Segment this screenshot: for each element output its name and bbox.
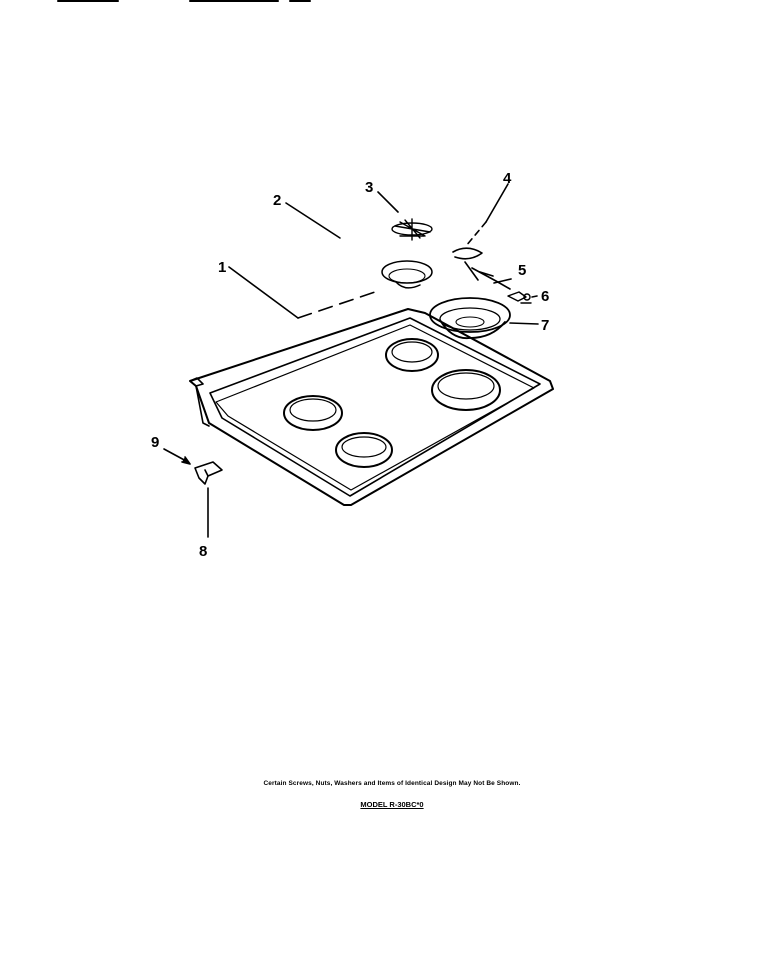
burner-openings (283, 338, 501, 468)
model-number-wrapper: MODEL R-30BC*0 (0, 800, 784, 809)
large-drip-bowl-part (429, 297, 511, 340)
bracket-part (194, 461, 223, 485)
leader-lines (163, 183, 539, 538)
parts-disclaimer-note: Certain Screws, Nuts, Washers and Items … (263, 780, 521, 787)
callout-5: 5 (518, 262, 526, 279)
callout-8: 8 (199, 543, 207, 560)
callout-3: 3 (365, 179, 373, 196)
model-number: MODEL R-30BC*0 (360, 800, 424, 809)
burner-element-part (452, 247, 511, 290)
callout-6: 6 (541, 288, 549, 305)
callout-labels: 1 2 3 4 5 6 7 8 9 (151, 170, 549, 560)
cooktop-main-top (189, 308, 554, 506)
clip-and-screw-parts (507, 291, 532, 304)
callout-4: 4 (503, 170, 512, 187)
burner-grate-part (391, 218, 433, 241)
callout-7: 7 (541, 317, 549, 334)
small-drip-bowl-part (381, 260, 433, 289)
callout-1: 1 (218, 259, 226, 276)
callout-9: 9 (151, 434, 159, 451)
callout-2: 2 (273, 192, 281, 209)
